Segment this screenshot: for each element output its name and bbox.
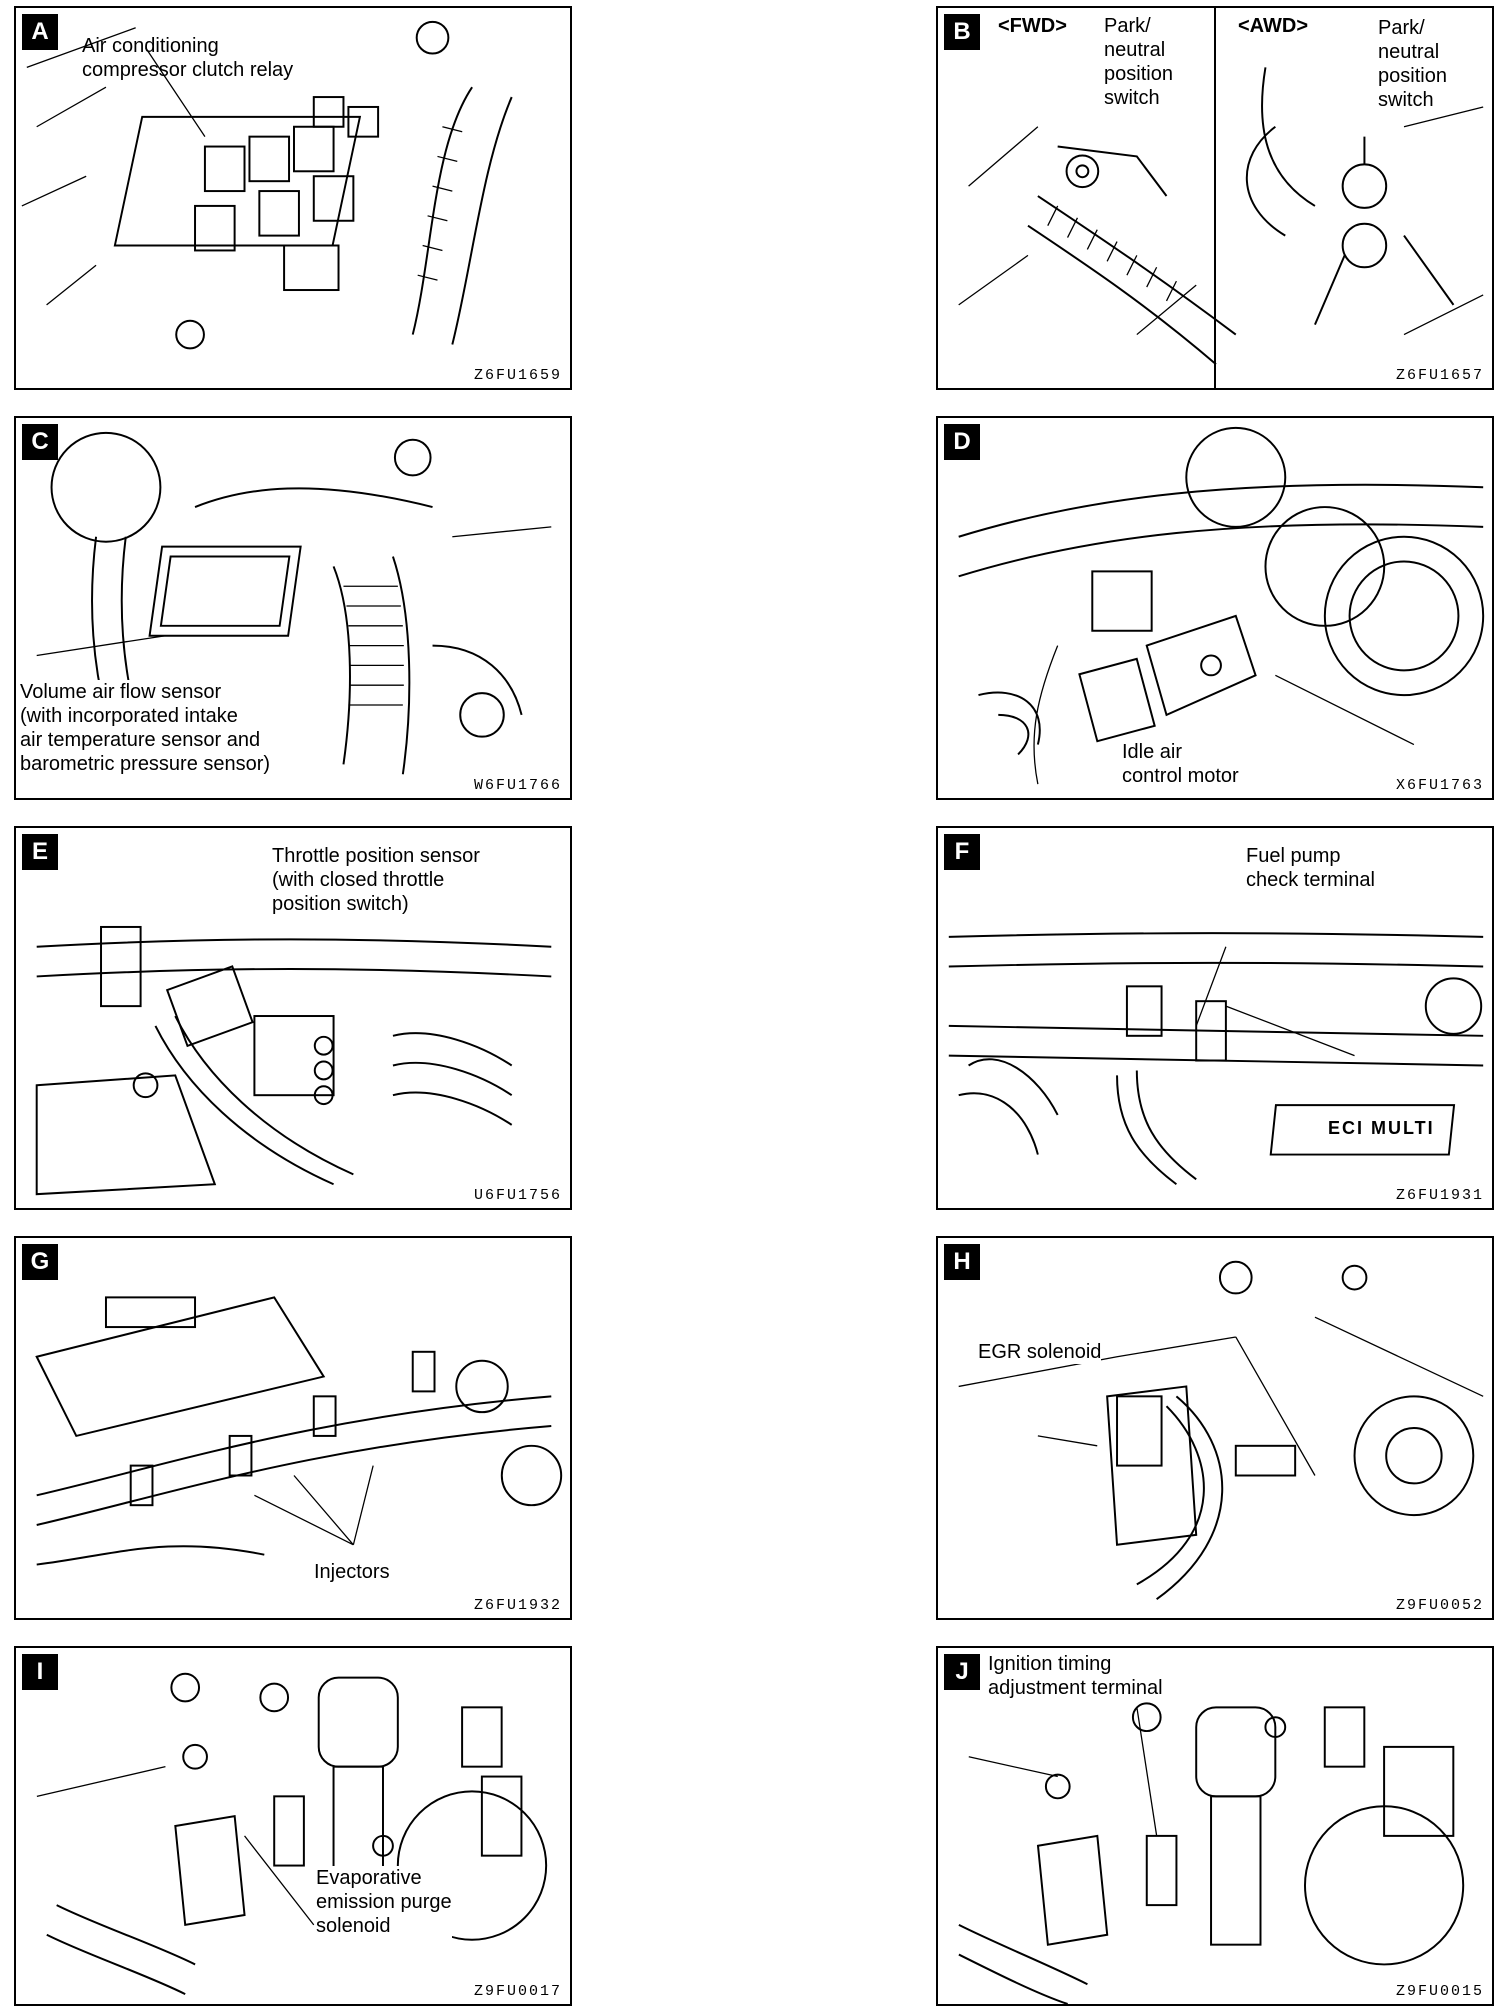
figure-code-e: U6FU1756 [473,1187,562,1204]
panel-d: D Idle air control motor X6FU1763 [936,416,1494,800]
injectors-illustration [35,1296,563,1566]
panel-letter-c: C [22,424,58,460]
throttle-position-sensor-illustration [35,925,552,1196]
label-idle-air-control-motor: Idle air control motor [1122,740,1239,788]
panel-j: J Ignition timing adjustment terminal Z9… [936,1646,1494,2006]
label-evaporative-emission-purge-solenoid: Evaporative emission purge solenoid [316,1866,452,1938]
fwd-awd-divider [1214,8,1216,388]
figure-code-b: Z6FU1657 [1395,367,1484,384]
figure-code-j: Z9FU0015 [1395,1983,1484,2000]
park-neutral-switch-illustration [958,67,1484,366]
panel-g: G Injectors Z6FU1932 [14,1236,572,1620]
label-volume-air-flow-sensor: Volume air flow sensor (with incorporate… [20,680,271,776]
panel-c: C Volume air flow sensor (with incorpora… [14,416,572,800]
label-park-neutral-switch-fwd: Park/ neutral position switch [1104,14,1173,110]
eci-multi-badge: ECI MULTI [1328,1118,1435,1138]
panel-i: I Evaporative emission purge solenoid Z9… [14,1646,572,2006]
label-fuel-pump-check-terminal: Fuel pump check terminal [1246,844,1375,892]
panel-h: H EGR solenoid Z9FU0052 [936,1236,1494,1620]
label-ac-compressor-clutch-relay: Air conditioning compressor clutch relay [82,35,294,81]
label-ignition-timing-adjustment-terminal: Ignition timing adjustment terminal [988,1652,1163,1700]
label-awd: <AWD> [1238,14,1309,38]
figure-code-d: X6FU1763 [1395,777,1484,794]
idle-air-control-motor-illustration [958,426,1485,785]
figure-code-h: Z9FU0052 [1395,1597,1484,1614]
panel-letter-j: J [944,1654,980,1690]
panel-e: E Throttle position sensor (with closed … [14,826,572,1210]
panel-letter-i: I [22,1654,58,1690]
panel-f: F Fuel pump check terminal ECI MULTI Z6F… [936,826,1494,1210]
panel-letter-a: A [22,14,58,50]
panel-letter-e: E [22,834,58,870]
panel-letter-f: F [944,834,980,870]
panel-letter-g: G [22,1244,58,1280]
egr-solenoid-illustration [958,1260,1484,1600]
label-fwd: <FWD> [998,14,1067,38]
label-egr-solenoid: EGR solenoid [978,1340,1102,1364]
fuel-pump-check-terminal-illustration [948,932,1484,1186]
panel-letter-h: H [944,1244,980,1280]
panel-b: B <FWD> Park/ neutral position switch <A… [936,6,1494,390]
figure-code-i: Z9FU0017 [473,1983,562,2000]
figure-code-a: Z6FU1659 [473,367,562,384]
label-injectors: Injectors [314,1560,390,1584]
ignition-timing-adjustment-terminal-illustration [958,1702,1465,2004]
panel-letter-b: B [944,14,980,50]
figure-code-c: W6FU1766 [473,777,562,794]
volume-air-flow-sensor-illustration [36,431,552,775]
figure-code-g: Z6FU1932 [473,1597,562,1614]
panel-a: A Air conditioning compressor clutch rel… [14,6,572,390]
panel-letter-d: D [944,424,980,460]
label-park-neutral-switch-awd: Park/ neutral position switch [1378,16,1447,112]
evaporative-emission-purge-solenoid-illustration [36,1672,548,1995]
figure-code-f: Z6FU1931 [1395,1187,1484,1204]
air-conditioning-relay-illustration [21,20,513,350]
label-throttle-position-sensor: Throttle position sensor (with closed th… [272,844,480,916]
